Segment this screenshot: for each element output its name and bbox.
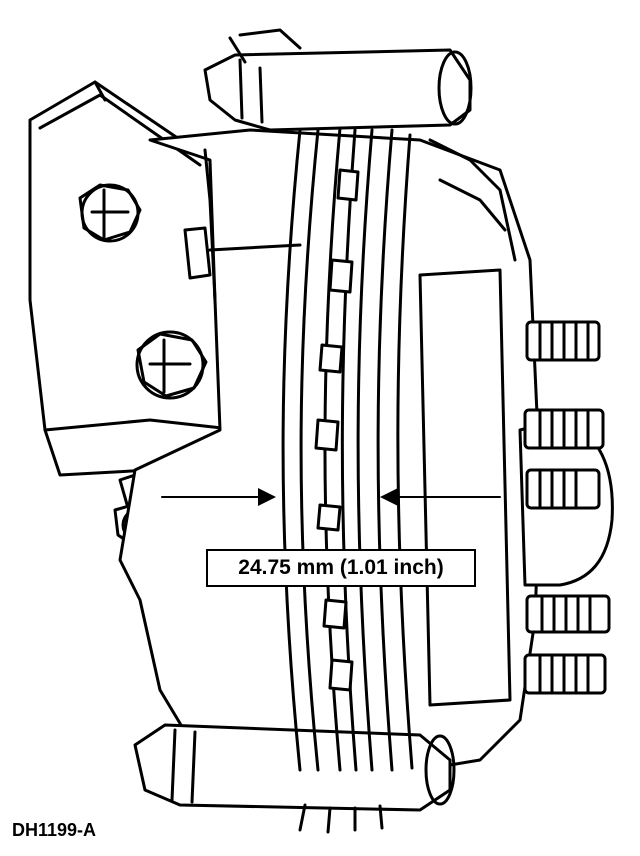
arrow-right-icon [258, 488, 276, 506]
lower-bolt-icon [135, 330, 208, 400]
rotor-thickness-label: 24.75 mm (1.01 inch) [206, 549, 476, 587]
upper-guide-pin [203, 28, 473, 132]
wheel-stud-icon [525, 320, 601, 362]
wheel-stud-icon [523, 408, 605, 450]
upper-bolt-icon [78, 183, 142, 243]
wheel-stud-icon [523, 653, 607, 695]
wheel-stud-icon [525, 468, 601, 510]
wheel-stud-icon [525, 594, 611, 634]
figure-id: DH1199-A [12, 820, 97, 840]
arrow-left-icon [380, 488, 398, 506]
brake-rotor-and-pads [281, 126, 512, 772]
lower-guide-pin [133, 723, 456, 834]
